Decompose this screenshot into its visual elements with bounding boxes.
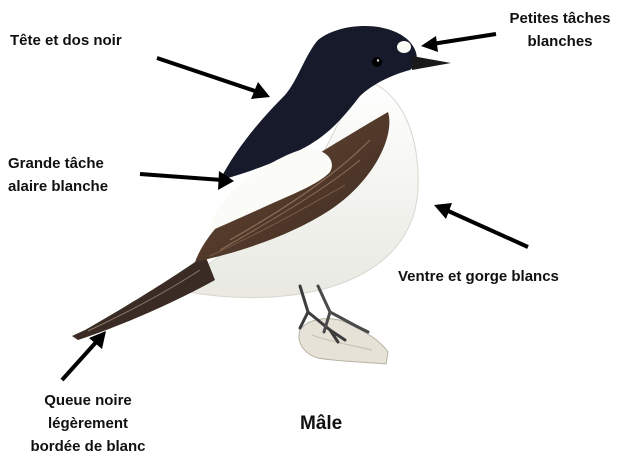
bird-eye — [372, 57, 382, 67]
bird-tail — [72, 255, 215, 340]
label-wing-patch: Grande tâche alaire blanche — [8, 152, 108, 198]
arrow-wing-patch — [140, 171, 234, 190]
arrow-belly-throat — [434, 203, 528, 247]
label-head-back: Tête et dos noir — [10, 29, 122, 52]
arrow-tail — [62, 331, 106, 380]
caption: Mâle — [300, 412, 342, 435]
label-belly-throat: Ventre et gorge blancs — [398, 265, 559, 288]
arrow-head-back — [157, 58, 270, 99]
arrow-white-spots — [421, 34, 496, 52]
bird-beak — [412, 56, 451, 70]
perch-branch — [299, 319, 388, 364]
label-tail: Queue noire légèrement bordée de blanc — [8, 389, 168, 458]
bird-forehead-spot — [397, 41, 411, 53]
label-white-spots: Petites tâches blanches — [500, 7, 620, 53]
